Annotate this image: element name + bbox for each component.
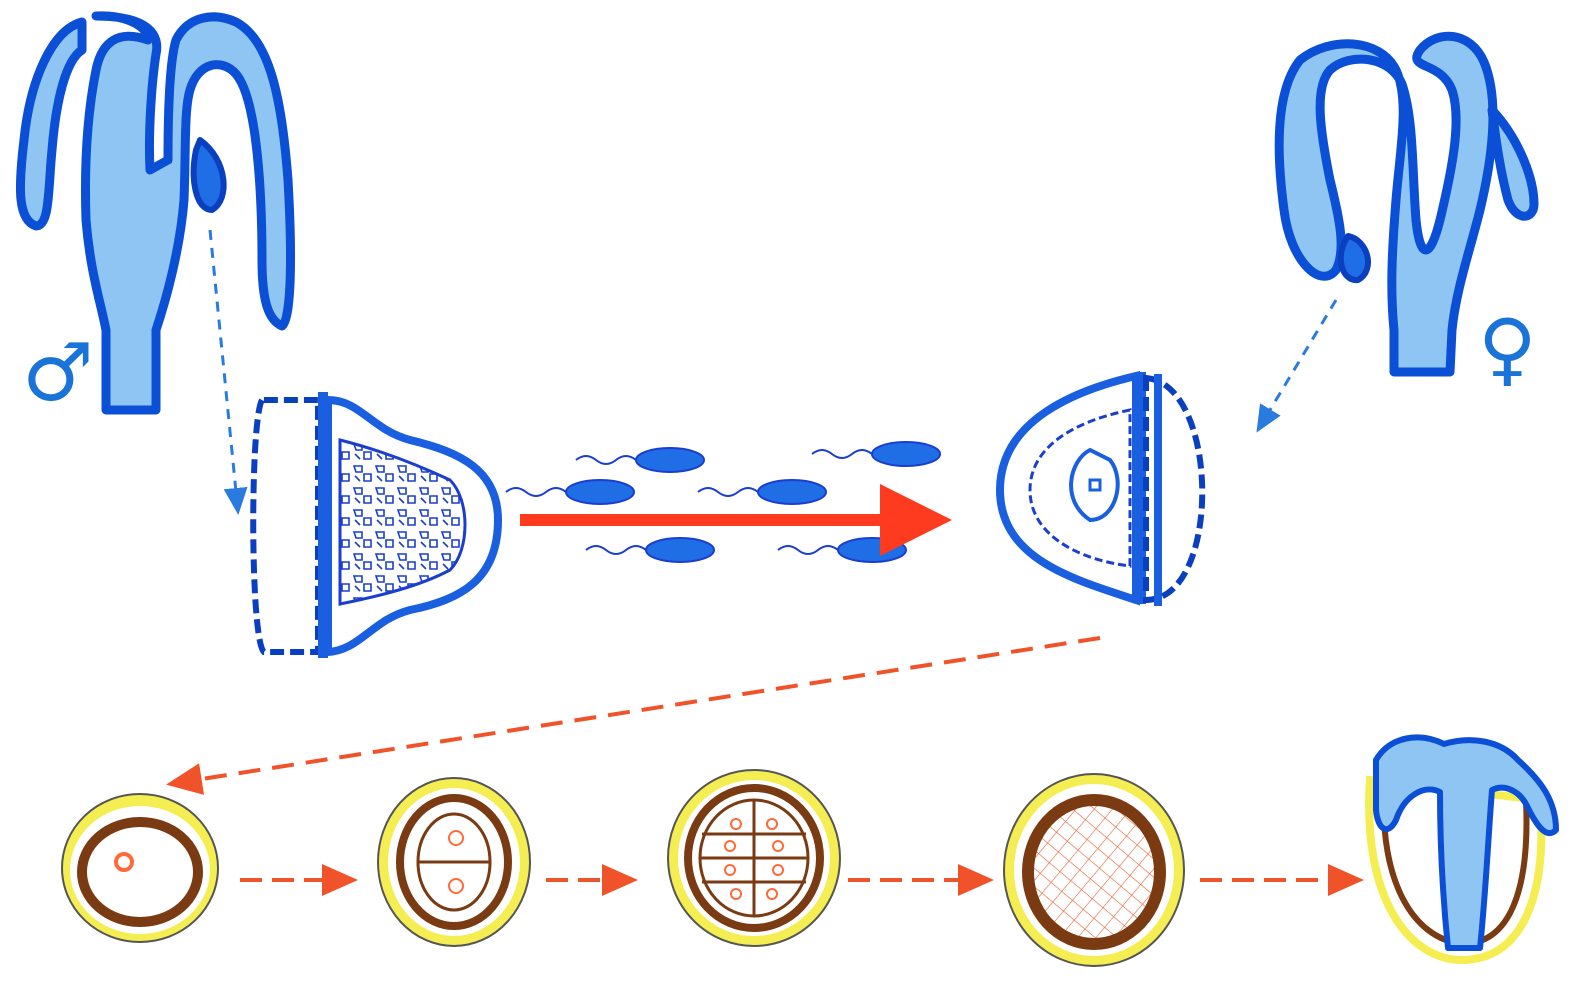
sperm-group: [506, 442, 940, 562]
eight-cell-embryo-icon: [668, 770, 840, 946]
female-symbol: ♀: [1478, 302, 1537, 395]
ovary-icon: [1000, 372, 1202, 606]
testis-icon: [253, 392, 498, 658]
ovary-to-zygote-arrow: [170, 638, 1100, 784]
sperm-icon: [576, 448, 704, 472]
sperm-icon: [812, 442, 940, 466]
two-cell-embryo-icon: [378, 778, 530, 946]
female-to-ovary-arrow: [1258, 300, 1336, 430]
male-symbol: ♂: [22, 326, 94, 419]
sperm-icon: [778, 538, 906, 562]
male-to-testis-arrow: [210, 230, 238, 512]
sperm-icon: [586, 538, 714, 562]
hatchling-polyp-icon: [1369, 737, 1556, 960]
zygote-icon: [62, 794, 218, 942]
sperm-icon: [506, 480, 634, 504]
morula-icon: [1004, 774, 1184, 966]
sperm-icon: [698, 480, 826, 504]
